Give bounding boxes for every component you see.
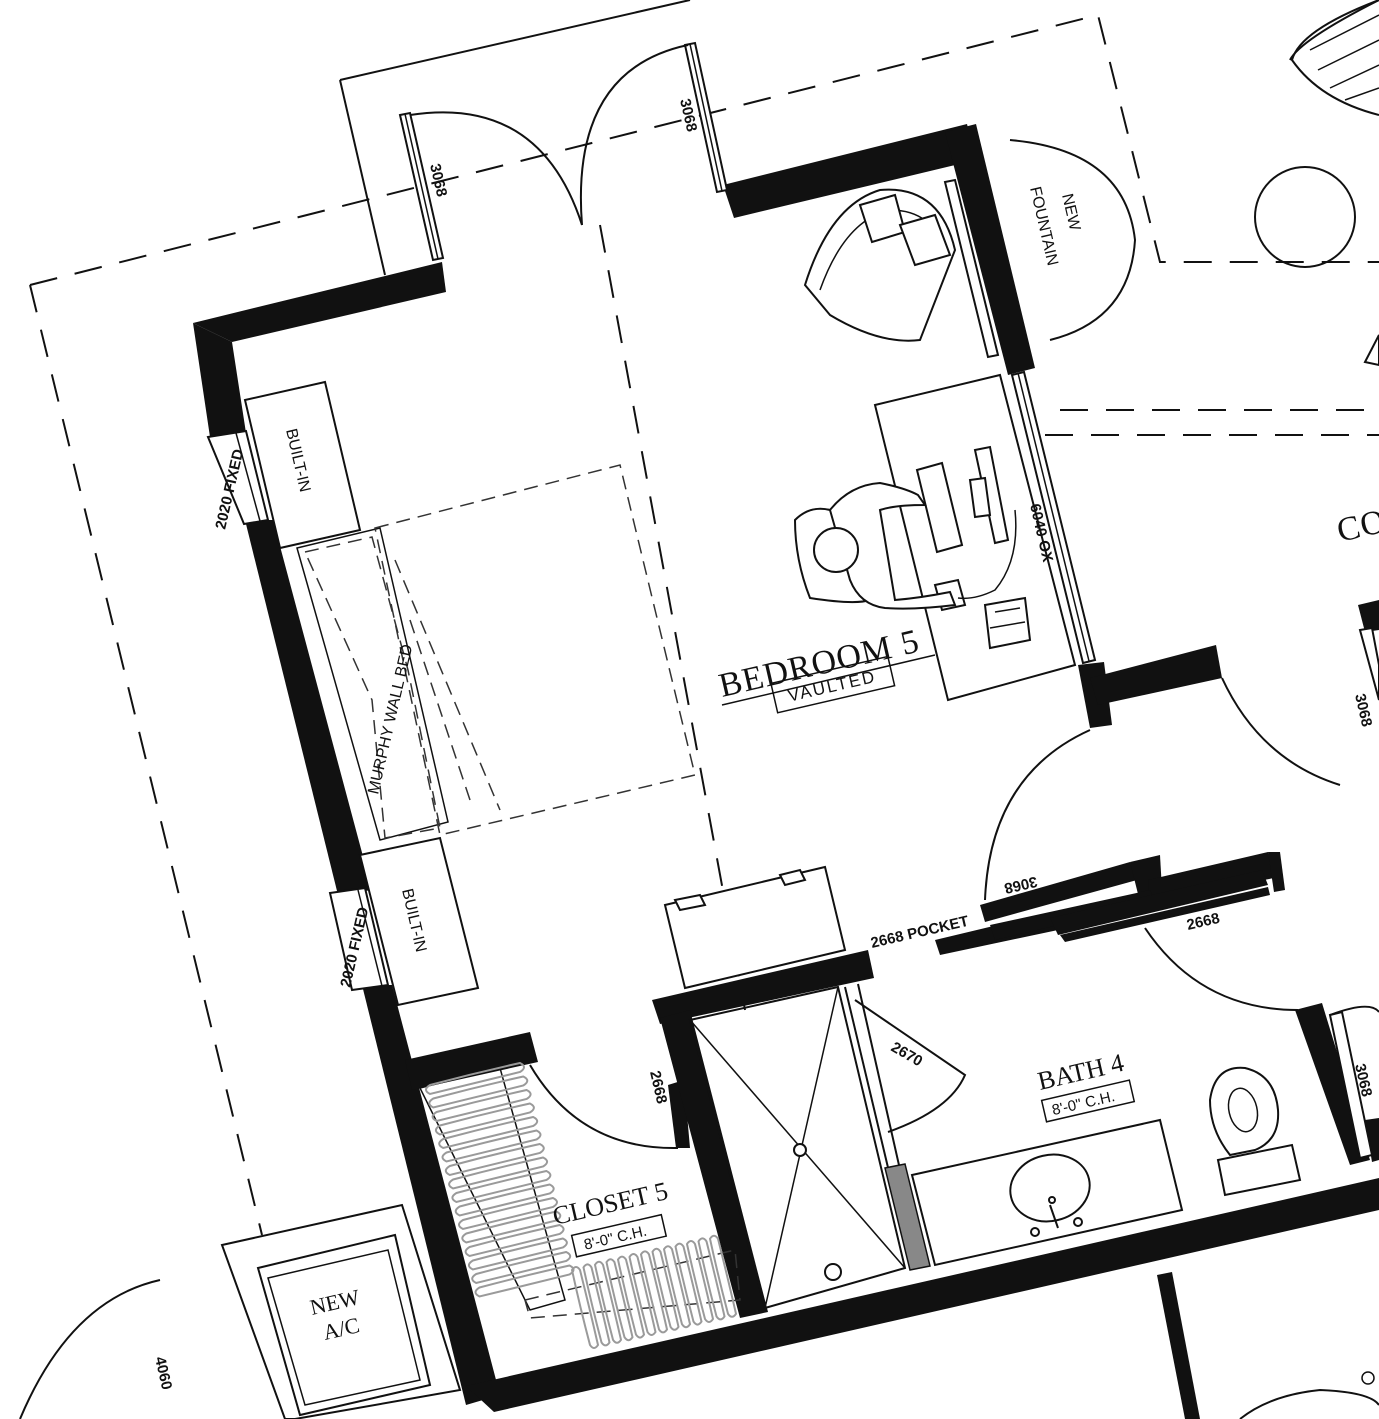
svg-text:8'-0" C.H.: 8'-0" C.H. [1050, 1088, 1116, 1119]
round-planter [1254, 166, 1356, 268]
hanger [454, 1183, 555, 1217]
hanger [461, 1210, 562, 1244]
window-label-far-right-upper: 3068 [1351, 692, 1375, 728]
ac-unit [220, 1203, 462, 1419]
built-in-upper [243, 380, 362, 550]
person-in-chair [793, 481, 957, 610]
vanity [910, 1118, 1184, 1267]
hanger [651, 1247, 680, 1331]
hanger [639, 1250, 669, 1334]
dresser [663, 865, 847, 990]
hanger [467, 1237, 568, 1271]
hanger [616, 1255, 646, 1339]
porch-outline [339, 79, 386, 276]
hanger [431, 1088, 532, 1123]
svg-text:FOUNTAIN: FOUNTAIN [1026, 185, 1061, 267]
window-label-top-left: 3068 [426, 162, 450, 198]
door-label-bath-right: 2668 [1185, 910, 1221, 934]
hanger [438, 1115, 539, 1150]
hanger [464, 1223, 565, 1258]
built-in-lower [358, 836, 480, 1007]
lounge-chair [803, 188, 957, 342]
room-name-closet-5: CLOSET 5 [550, 1176, 671, 1231]
tub [1239, 1388, 1379, 1419]
door-label-closet: 2668 [646, 1069, 670, 1105]
hanger [471, 1250, 572, 1285]
hanger [708, 1234, 738, 1318]
hanger [685, 1240, 715, 1323]
svg-text:NEW: NEW [1058, 192, 1083, 233]
hanger [474, 1264, 575, 1298]
hanger [441, 1129, 542, 1163]
room-name-partial: CO [1333, 503, 1379, 550]
window-label-bottom-left: 4060 [151, 1355, 175, 1391]
hanger [458, 1196, 558, 1231]
hanger [582, 1263, 611, 1347]
hanger [628, 1253, 657, 1336]
hanger [448, 1156, 549, 1190]
hanger [593, 1260, 623, 1344]
shower [688, 983, 931, 1310]
fountain-label: NEW FOUNTAIN [1026, 185, 1083, 267]
murphy-bed [296, 464, 696, 841]
svg-text:8'-0" C.H.: 8'-0" C.H. [582, 1223, 648, 1254]
bedroom-walls [193, 124, 1379, 1412]
hanger [662, 1245, 692, 1329]
eave-dashed-lines [29, 13, 1379, 1236]
hanger [605, 1258, 634, 1342]
door-swings [19, 0, 1379, 1419]
stairs [1290, 0, 1379, 116]
hanger [425, 1061, 525, 1096]
hanger [428, 1075, 529, 1109]
hanger [434, 1102, 535, 1136]
murphy-bed-label: MURPHY WALL BED [365, 643, 416, 796]
closet-rods [418, 1061, 741, 1349]
hanger [451, 1169, 552, 1204]
hanger [697, 1237, 726, 1321]
hanger [570, 1266, 600, 1349]
toilet [1208, 1066, 1302, 1197]
hanger [444, 1142, 545, 1177]
windows [206, 41, 1379, 1419]
hanger [674, 1242, 703, 1326]
